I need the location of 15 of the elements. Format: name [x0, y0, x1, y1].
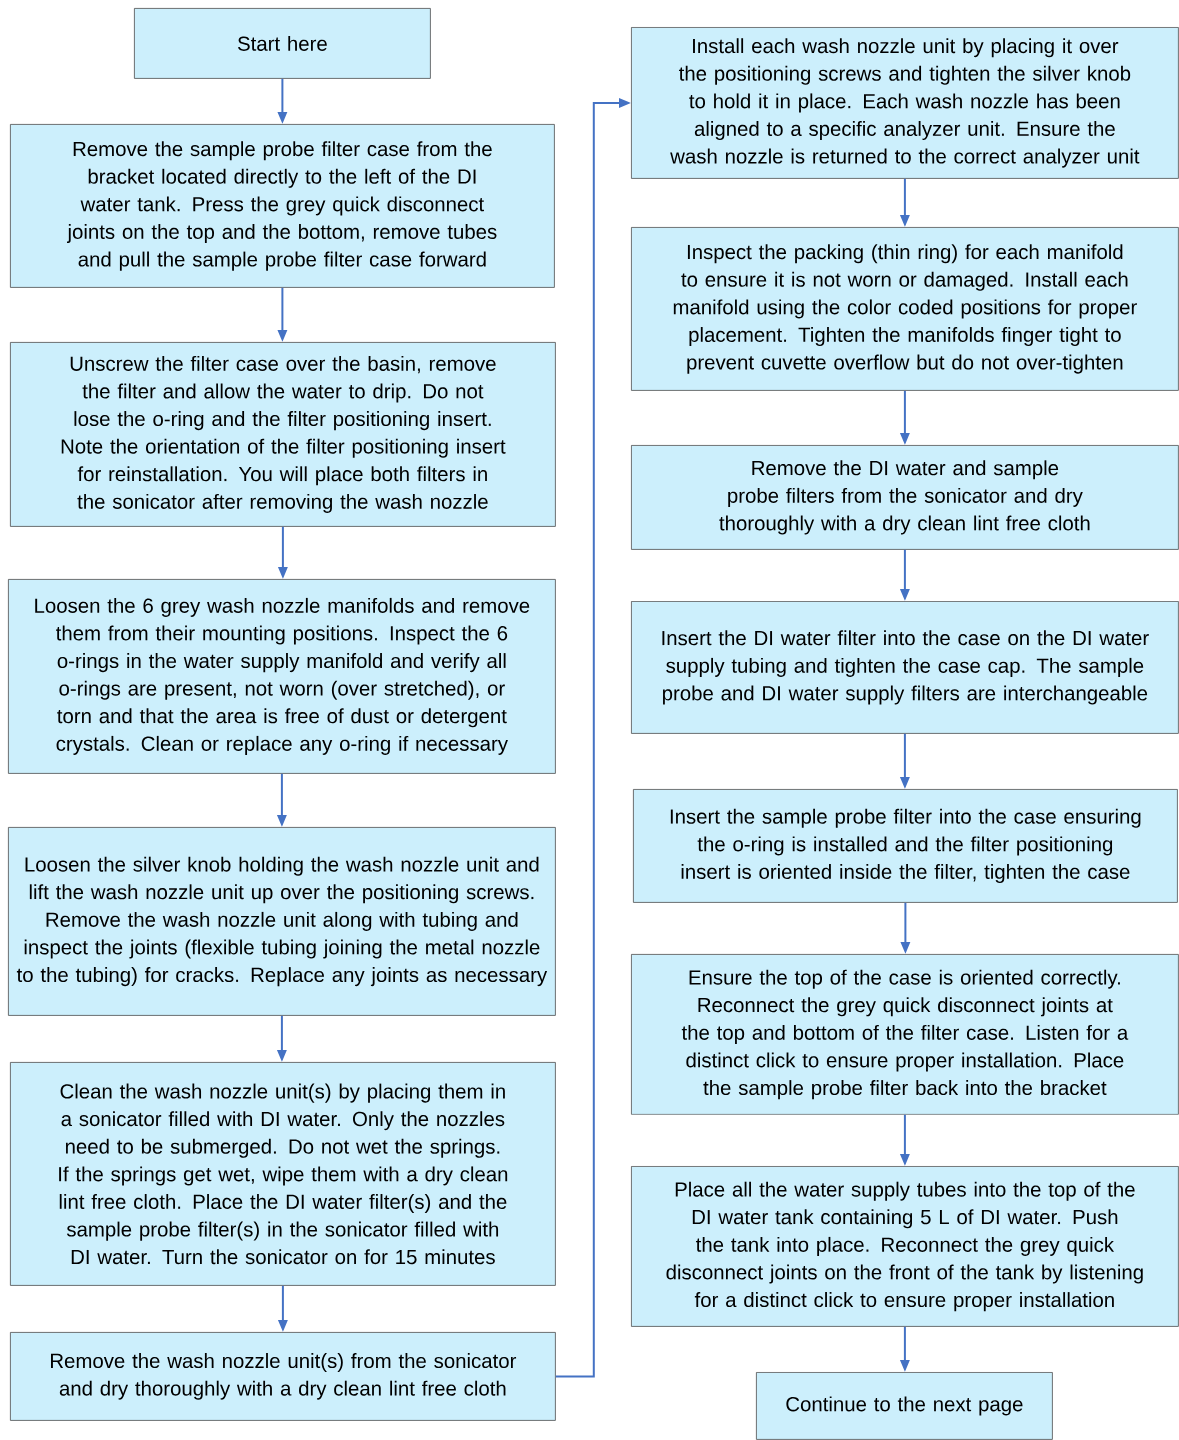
terminal-box: Start here [134, 8, 431, 79]
step-box: Loosen the silver knob holding the wash nozzle unit and lift the wash nozzle unit up over the positioning screws. Remove the wash nozzle unit along with tubing and inspect the joints (flexible tubing joining the metal nozzle to the tubing) for cracks. Replace any joints as necessary [8, 827, 556, 1016]
step-box: Insert the sample probe filter into the case ensuring the o-ring is installed and the filter positioning insert is oriented inside the filter, tighten the case [633, 789, 1178, 903]
step-box: Remove the DI water and sample probe filters from the sonicator and dry thoroughly with a dry clean lint free cloth [631, 445, 1179, 550]
step-box: Remove the sample probe filter case from the bracket located directly to the left of the DI water tank. Press the grey quick disconnect joints on the top and the bottom, remove tubes and pull the sample probe filter case forward [10, 124, 555, 288]
step-box: Loosen the 6 grey wash nozzle manifolds and remove them from their mounting positions. Inspect the 6 o-rings in the water supply manifold and verify all o-rings are present, not worn (over stretched), or torn and that the area is free of dust or detergent crystals. Clean or replace any o-ring if necessary [8, 579, 556, 774]
step-box: Install each wash nozzle unit by placing it over the positioning screws and tighten the silver knob to hold it in place. Each wash nozzle has been aligned to a specific analyzer unit. Ensure the wash nozzle is returned to the correct analyzer unit [631, 27, 1179, 179]
step-box: Unscrew the filter case over the basin, remove the filter and allow the water to drip. Do not lose the o-ring and the filter positioning insert. Note the orientation of the filter positioning insert for reinstallation. You will place both filters in the sonicator after removing the wash nozzle [10, 342, 556, 527]
terminal-box: Continue to the next page [756, 1372, 1053, 1440]
step-box: Clean the wash nozzle unit(s) by placing them in a sonicator filled with DI water. Only the nozzles need to be submerged. Do not wet the springs. If the springs get wet, wipe them with a dry clean lint free cloth. Place the DI water filter(s) and the sample probe filter(s) in the sonicator filled with DI water. Turn the sonicator on for 15 minutes [10, 1062, 556, 1286]
step-box: Inspect the packing (thin ring) for each manifold to ensure it is not worn or damaged. Install each manifold using the color coded positions for proper placement. Tighten the manifolds finger tight to prevent cuvette overflow but do not over-tighten [631, 227, 1179, 391]
step-box: Remove the wash nozzle unit(s) from the sonicator and dry thoroughly with a dry clean lint free cloth [10, 1332, 556, 1421]
step-box: Place all the water supply tubes into the top of the DI water tank containing 5 L of DI water. Push the tank into place. Reconnect the grey quick disconnect joints on the front of the tank by listening for a distinct click to ensure proper installation [631, 1166, 1179, 1327]
step-box: Insert the DI water filter into the case on the DI water supply tubing and tighten the case cap. The sample probe and DI water supply filters are interchangeable [631, 601, 1179, 734]
step-box: Ensure the top of the case is oriented correctly. Reconnect the grey quick disconnect joints at the top and bottom of the filter case. Listen for a distinct click to ensure proper installation. Place the sample probe filter back into the bracket [631, 954, 1179, 1115]
